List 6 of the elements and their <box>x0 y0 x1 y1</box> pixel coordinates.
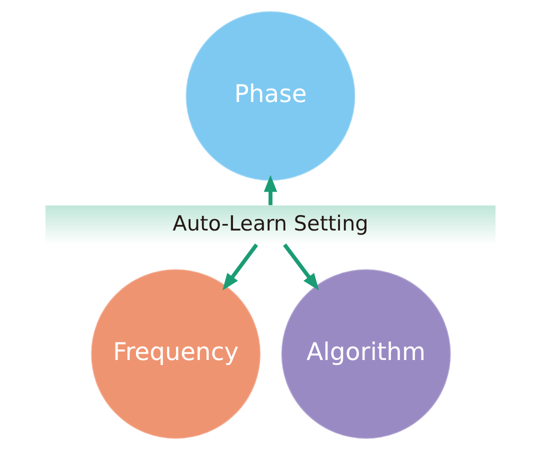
arrow <box>282 243 318 290</box>
node-circle: Algorithm <box>280 269 450 439</box>
node-circle: Phase <box>185 11 355 181</box>
arrow <box>263 174 277 206</box>
node-circle: Frequency <box>90 269 260 439</box>
arrow <box>222 243 258 290</box>
